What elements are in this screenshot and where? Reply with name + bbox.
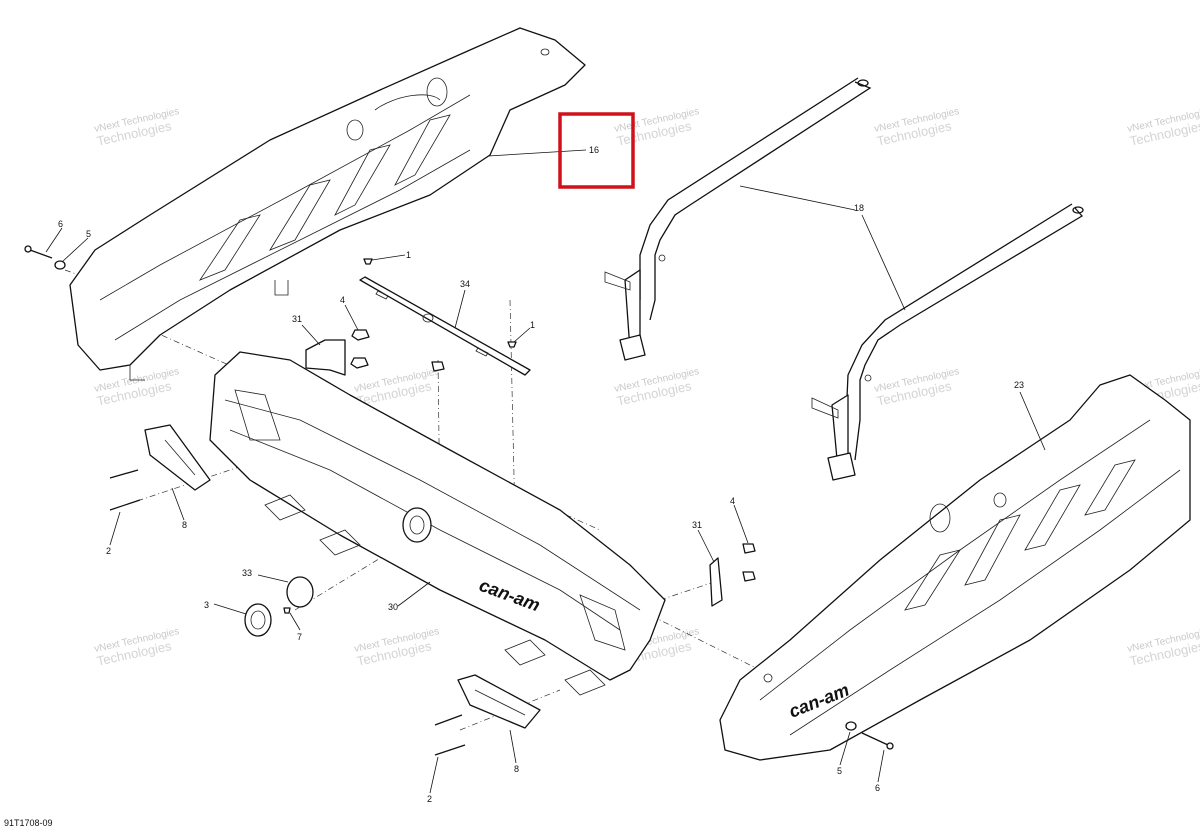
callout-23: 23 — [1014, 380, 1024, 390]
leader-lines — [45, 149, 1046, 794]
figure-id: 91T1708-09 — [4, 818, 53, 828]
part-34-bracket — [359, 276, 531, 376]
washer — [54, 260, 66, 270]
callouts: 16 18 6 5 1 34 4 31 1 23 8 2 33 3 30 7 4… — [58, 145, 1024, 804]
callout-16: 16 — [589, 145, 599, 155]
callout-4: 4 — [340, 295, 345, 305]
part-18-side-rails — [604, 77, 1084, 481]
callout-8: 8 — [182, 520, 187, 530]
bolt — [29, 249, 53, 259]
callout-8: 8 — [514, 764, 519, 774]
callout-3: 3 — [204, 600, 209, 610]
callout-33: 33 — [242, 568, 252, 578]
callout-2: 2 — [106, 546, 111, 556]
highlight-box[interactable] — [558, 112, 635, 189]
callout-7: 7 — [297, 632, 302, 642]
callout-31: 31 — [292, 314, 302, 324]
callout-6: 6 — [58, 219, 63, 229]
part-23-right-side-panel: can-am — [719, 374, 1191, 761]
callout-31: 31 — [692, 520, 702, 530]
part-30-cross-member: can-am — [209, 351, 666, 696]
part-16-left-side-panel — [69, 27, 586, 381]
callout-5: 5 — [837, 766, 842, 776]
callout-34: 34 — [460, 279, 470, 289]
hardware — [24, 245, 894, 756]
callout-1: 1 — [406, 250, 411, 260]
badge — [244, 603, 272, 637]
callout-30: 30 — [388, 602, 398, 612]
callout-5: 5 — [86, 229, 91, 239]
callout-1: 1 — [530, 320, 535, 330]
callout-4: 4 — [730, 496, 735, 506]
cap — [286, 576, 314, 608]
callout-18: 18 — [854, 203, 864, 213]
callout-2: 2 — [427, 794, 432, 804]
callout-6: 6 — [875, 783, 880, 793]
